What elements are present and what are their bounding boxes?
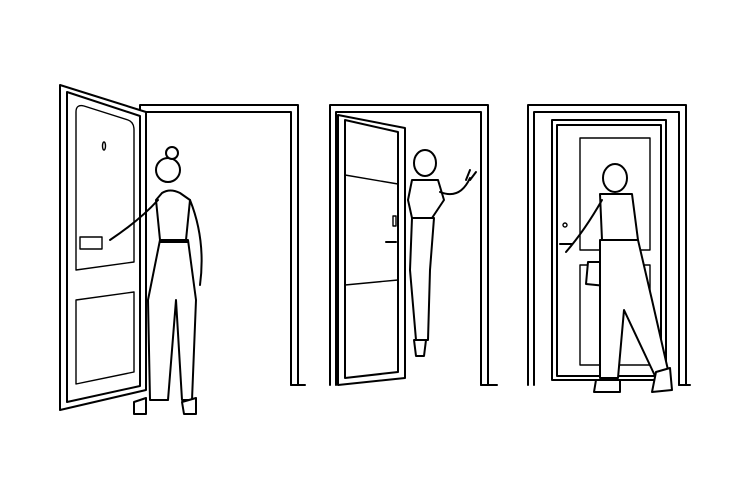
open-door	[59, 84, 147, 411]
woman-figure	[109, 146, 203, 415]
woman-figure	[407, 149, 477, 357]
door-handle	[79, 236, 103, 250]
scene-woman-waving	[329, 104, 498, 386]
woman-figure	[565, 163, 673, 393]
scene-woman-opening-door	[59, 84, 306, 415]
door-frame	[527, 104, 691, 386]
scene-woman-entering	[527, 104, 691, 393]
open-door	[337, 114, 406, 386]
door-frame	[329, 104, 498, 386]
